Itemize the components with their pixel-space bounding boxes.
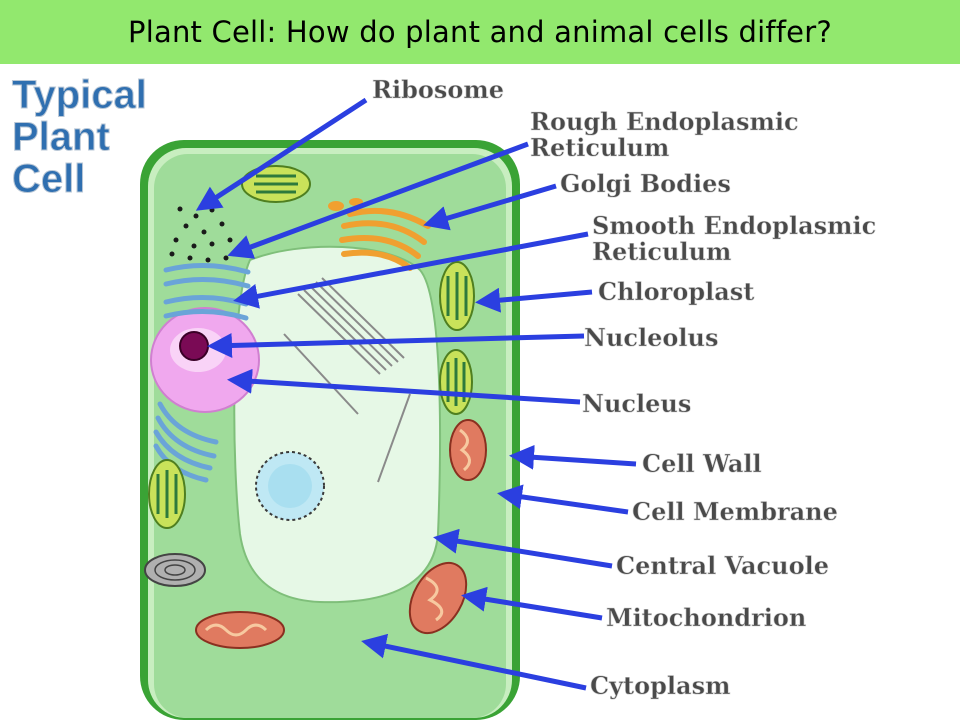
label-nucleolus: Nucleolus (584, 323, 718, 352)
label-rough-er: Rough Endoplasmic Reticulum (530, 107, 807, 162)
arrow-cytoplasm (361, 633, 587, 691)
plastid-shape (144, 553, 206, 587)
diagram-heading-line-2: Plant (12, 115, 110, 159)
label-chloroplast: Chloroplast (598, 277, 754, 306)
nucleolus-shape (179, 331, 209, 361)
arrow-ribosome (195, 97, 368, 211)
arrow-cell-wall (509, 444, 637, 470)
slide-title: Plant Cell: How do plant and animal cell… (128, 15, 832, 49)
golgi-vesicle (328, 201, 344, 211)
arrow-smooth-er (233, 231, 589, 309)
chloroplast-top (241, 165, 311, 203)
mitochondrion-bottom (195, 611, 285, 649)
golgi-shape (339, 207, 431, 271)
label-arrows (195, 97, 637, 691)
arrow-chloroplast (475, 287, 593, 313)
arrow-cell-membrane (497, 484, 629, 515)
label-cell-membrane: Cell Membrane (632, 497, 838, 526)
rough-er-shape (163, 263, 251, 289)
label-nucleus: Nucleus (582, 389, 691, 418)
arrow-rough-er (227, 141, 529, 259)
label-cell-wall: Cell Wall (642, 449, 762, 478)
diagram-heading-line-3: Cell (12, 157, 85, 201)
label-mitochondrion: Mitochondrion (606, 603, 806, 632)
arrow-mitochondrion (461, 586, 603, 621)
arrow-nucleus (227, 368, 581, 405)
mitochondrion-lower (408, 561, 468, 635)
chloroplast-left (148, 459, 186, 529)
label-smooth-er: Smooth Endoplasmic Reticulum (592, 211, 885, 266)
label-golgi: Golgi Bodies (560, 169, 731, 198)
arrow-golgi (423, 183, 557, 231)
label-central-vacuole: Central Vacuole (616, 551, 829, 580)
mitochondrion-right (449, 419, 487, 481)
plant-cell (140, 140, 520, 720)
chloroplast-right-2 (439, 349, 473, 415)
slide-title-bar: Plant Cell: How do plant and animal cell… (0, 0, 960, 64)
central-vacuole-shape (233, 245, 442, 604)
label-cytoplasm: Cytoplasm (590, 671, 731, 700)
label-ribosome: Ribosome (372, 75, 504, 104)
vacuole-fibres (283, 277, 411, 483)
arrow-central-vacuole (433, 528, 613, 569)
diagram-heading-line-1: Typical (12, 73, 147, 117)
vacuole-crystal (255, 451, 325, 521)
plant-cell-diagram: Typical Plant Cell (12, 73, 885, 720)
chloroplast-right-1 (439, 261, 475, 331)
arrow-nucleolus (207, 332, 585, 358)
